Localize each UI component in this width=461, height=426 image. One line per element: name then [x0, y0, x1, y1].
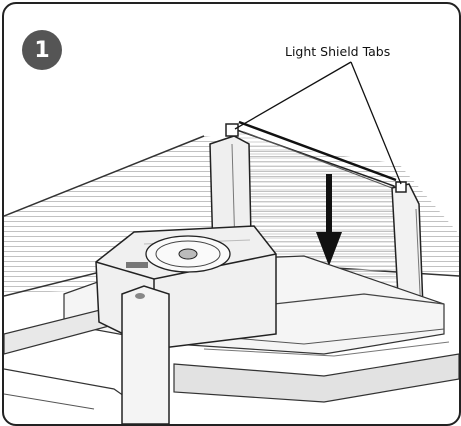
step-number-badge: 1 — [22, 30, 62, 70]
callout-leader-lines — [234, 61, 402, 185]
housing-front-rim — [4, 303, 459, 424]
fixture-illustration — [4, 61, 459, 424]
light-shield-tabs-label: Light Shield Tabs — [285, 44, 391, 59]
front-post — [121, 285, 170, 424]
down-arrow-icon — [316, 174, 342, 266]
